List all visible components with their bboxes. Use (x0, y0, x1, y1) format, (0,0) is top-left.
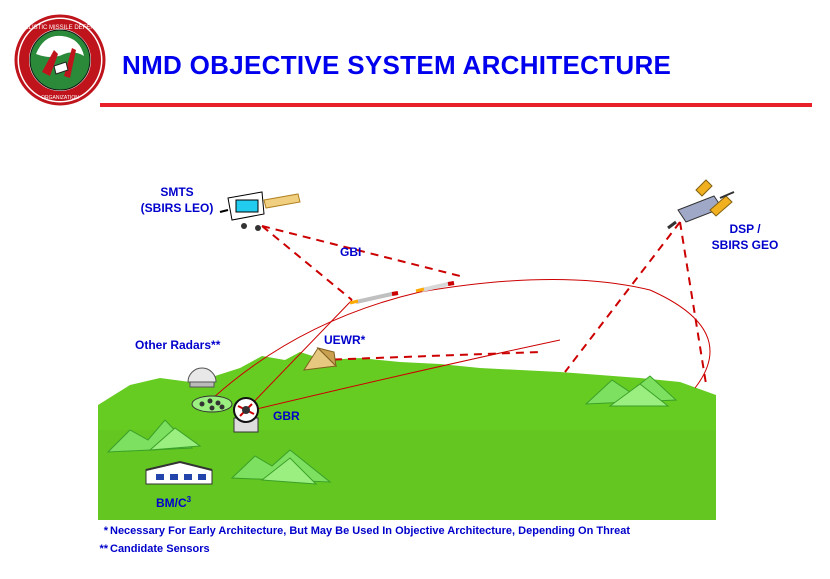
dsp-label-line2: SBIRS GEO (711, 238, 779, 252)
mountain-range-center (230, 449, 332, 485)
gbr-track-line (243, 339, 561, 413)
smts-to-gbi-dash (261, 225, 353, 301)
uewr-dash (319, 351, 541, 361)
footnote-early-architecture: *Necessary For Early Architecture, But M… (98, 525, 630, 537)
uewr-radar (303, 347, 338, 371)
logo-text: BALLISTIC MISSILE DEFENSE (17, 25, 102, 31)
smts-label: SMTS (SBIRS LEO) (132, 184, 222, 216)
bmc3-label-base: BM/C (156, 496, 187, 510)
gbi-interceptor-missile (349, 291, 399, 305)
bmc3-label-sup: 3 (186, 495, 192, 504)
title-divider (100, 103, 812, 107)
footnote-text: Candidate Sensors (110, 543, 210, 555)
footnote-text: Necessary For Early Architecture, But Ma… (110, 525, 631, 537)
footnote-mark: * (103, 525, 108, 537)
other-radars-label: Other Radars** (135, 338, 221, 352)
interceptor-trajectory (212, 291, 421, 399)
gbi-label: GBI (340, 245, 362, 259)
mountain-range-right (584, 375, 678, 407)
gbi-silo-field (191, 395, 233, 413)
logo-subtext: ORGANIZATION (41, 95, 79, 101)
uewr-label: UEWR* (324, 333, 366, 347)
bmdo-logo-seal: BALLISTIC MISSILE DEFENSE ORGANIZATION (14, 14, 106, 106)
dsp-satellite (667, 179, 735, 230)
smts-satellite (219, 191, 301, 231)
threat-trajectory (419, 279, 711, 389)
threat-missile (415, 281, 455, 293)
bmc3-label: BM/C3 (156, 492, 191, 511)
smts-label-line1: SMTS (160, 185, 194, 199)
mountain-range-left (106, 419, 202, 453)
terrain-shade (98, 430, 716, 520)
smts-to-threat-dash (261, 225, 461, 277)
dsp-label: DSP / SBIRS GEO (700, 221, 790, 253)
page-title: NMD OBJECTIVE SYSTEM ARCHITECTURE (122, 50, 672, 80)
other-radar-dome (187, 367, 217, 388)
bmc3-building (145, 460, 213, 485)
dsp-left-dash (564, 221, 681, 373)
footnote-mark: ** (99, 543, 108, 555)
dsp-label-line1: DSP / (729, 222, 761, 236)
gbr-radar (233, 397, 259, 433)
smts-label-line2: (SBIRS LEO) (140, 201, 214, 215)
footnote-candidate-sensors: **Candidate Sensors (98, 543, 210, 555)
gbr-label: GBR (273, 409, 300, 423)
gbr-to-gbi-line (243, 299, 353, 413)
